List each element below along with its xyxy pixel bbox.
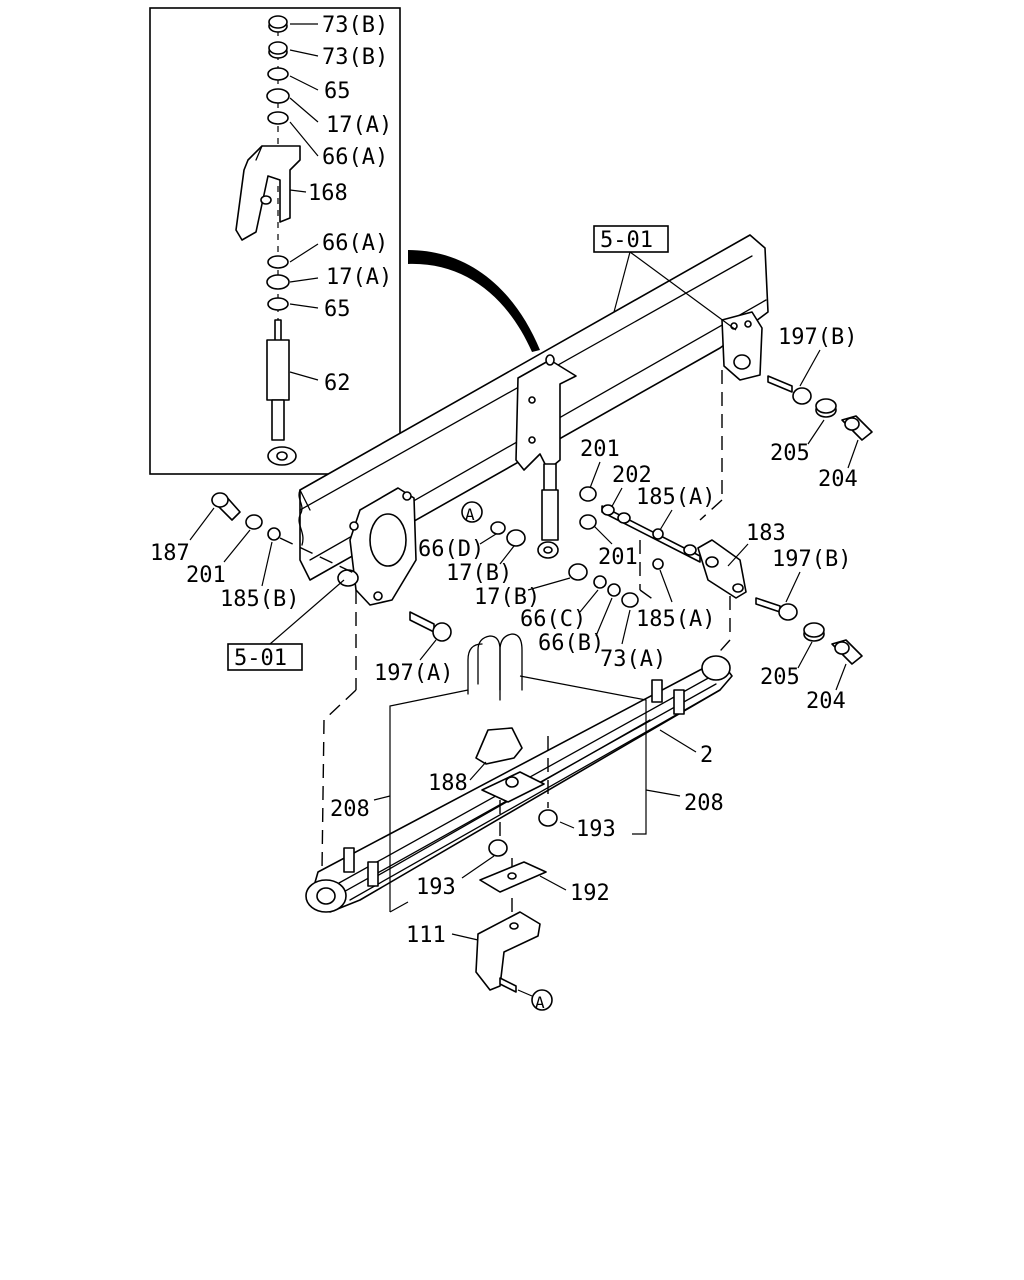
grease-fitting-204-upper-icon	[841, 415, 873, 441]
label-204-1: 204	[818, 467, 858, 492]
label-17b-1: 17(B)	[446, 561, 512, 586]
bracket-111-icon	[475, 911, 541, 991]
bracket-168-icon	[235, 145, 301, 241]
u-bolt-208-icon	[467, 633, 523, 701]
label-62: 62	[324, 371, 351, 396]
nut-73a-icon	[621, 592, 639, 608]
nut-73b-upper-icon	[268, 15, 288, 33]
frame-rail	[298, 234, 769, 606]
bolt-197b-lower-icon	[755, 597, 798, 621]
bushing-17a-upper-icon	[266, 88, 290, 104]
label-73b-2: 73(B)	[322, 45, 388, 70]
label-185b: 185(B)	[220, 587, 299, 612]
label-17a-1: 17(A)	[326, 113, 392, 138]
label-204-2: 204	[806, 689, 846, 714]
detail-arrow	[408, 250, 540, 352]
washer-66a-lower-icon	[267, 255, 289, 269]
label-66a-1: 66(A)	[322, 145, 388, 170]
ref-5-01-top: 5-01	[600, 228, 653, 253]
grease-fitting-187-icon	[211, 492, 241, 521]
label-183: 183	[746, 521, 786, 546]
label-66b: 66(B)	[538, 631, 604, 656]
label-65-1: 65	[324, 79, 351, 104]
washer-66b-icon	[607, 583, 621, 597]
shock-absorber-62-icon	[266, 319, 297, 466]
label-2: 2	[700, 743, 713, 768]
shackle-183-icon	[697, 539, 747, 599]
washer-66c-icon	[593, 575, 607, 589]
ref-5-01-left: 5-01	[234, 646, 287, 671]
label-168: 168	[308, 181, 348, 206]
label-205-2: 205	[760, 665, 800, 690]
shock-absorber-inset	[149, 7, 401, 475]
label-187: 187	[150, 541, 190, 566]
washer-66a-upper-icon	[267, 111, 289, 125]
label-185a-1: 185(A)	[636, 485, 715, 510]
washer-66d-icon	[490, 521, 506, 535]
ref-5-01-left-box	[227, 643, 303, 671]
label-201-top: 201	[580, 437, 620, 462]
circle-a-2: A	[535, 993, 545, 1012]
bolt-197a-icon	[409, 611, 452, 642]
label-66d: 66(D)	[418, 537, 484, 562]
nipple-205-lower-icon	[803, 622, 825, 642]
label-73b-1: 73(B)	[322, 13, 388, 38]
label-65-2: 65	[324, 297, 351, 322]
circle-a-marker-1	[461, 501, 483, 523]
nut-201-left-icon	[245, 514, 263, 530]
circle-a-1: A	[465, 505, 475, 524]
nut-201-mid-icon	[579, 514, 597, 530]
label-192: 192	[570, 881, 610, 906]
nut-193-left-icon	[488, 839, 508, 857]
label-66c: 66(C)	[520, 607, 586, 632]
label-205-1: 205	[770, 441, 810, 466]
label-201-left: 201	[186, 563, 226, 588]
label-66a-2: 66(A)	[322, 231, 388, 256]
grease-fitting-204-lower-icon	[831, 639, 863, 665]
nut-201-top-icon	[579, 486, 597, 502]
label-185a-2: 185(A)	[636, 607, 715, 632]
circle-a-marker-2	[531, 989, 553, 1011]
nut-193-right-icon	[538, 809, 558, 827]
bushing-17a-lower-icon	[266, 274, 290, 290]
label-17a-2: 17(A)	[326, 265, 392, 290]
washer-185b-icon	[267, 527, 281, 541]
label-197b-1: 197(B)	[778, 325, 857, 350]
washer-65-lower-icon	[267, 297, 289, 311]
label-202: 202	[612, 463, 652, 488]
shock-absorber-main-icon	[537, 463, 559, 559]
label-208-left: 208	[330, 797, 370, 822]
label-197b-2: 197(B)	[772, 547, 851, 572]
washer-65-upper-icon	[267, 67, 289, 81]
bolt-197b-upper-icon	[767, 375, 812, 405]
nut-73b-lower-icon	[268, 41, 288, 59]
bushing-17b-upper-icon	[506, 529, 526, 547]
label-188: 188	[428, 771, 468, 796]
pad-188-icon	[475, 727, 523, 765]
nipple-205-upper-icon	[815, 398, 837, 418]
label-193-2: 193	[416, 875, 456, 900]
label-197a: 197(A)	[374, 661, 453, 686]
label-193-1: 193	[576, 817, 616, 842]
label-73a: 73(A)	[600, 647, 666, 672]
label-201-mid: 201	[598, 545, 638, 570]
bushing-17b-lower-icon	[568, 563, 588, 581]
label-111: 111	[406, 923, 446, 948]
label-208-right: 208	[684, 791, 724, 816]
